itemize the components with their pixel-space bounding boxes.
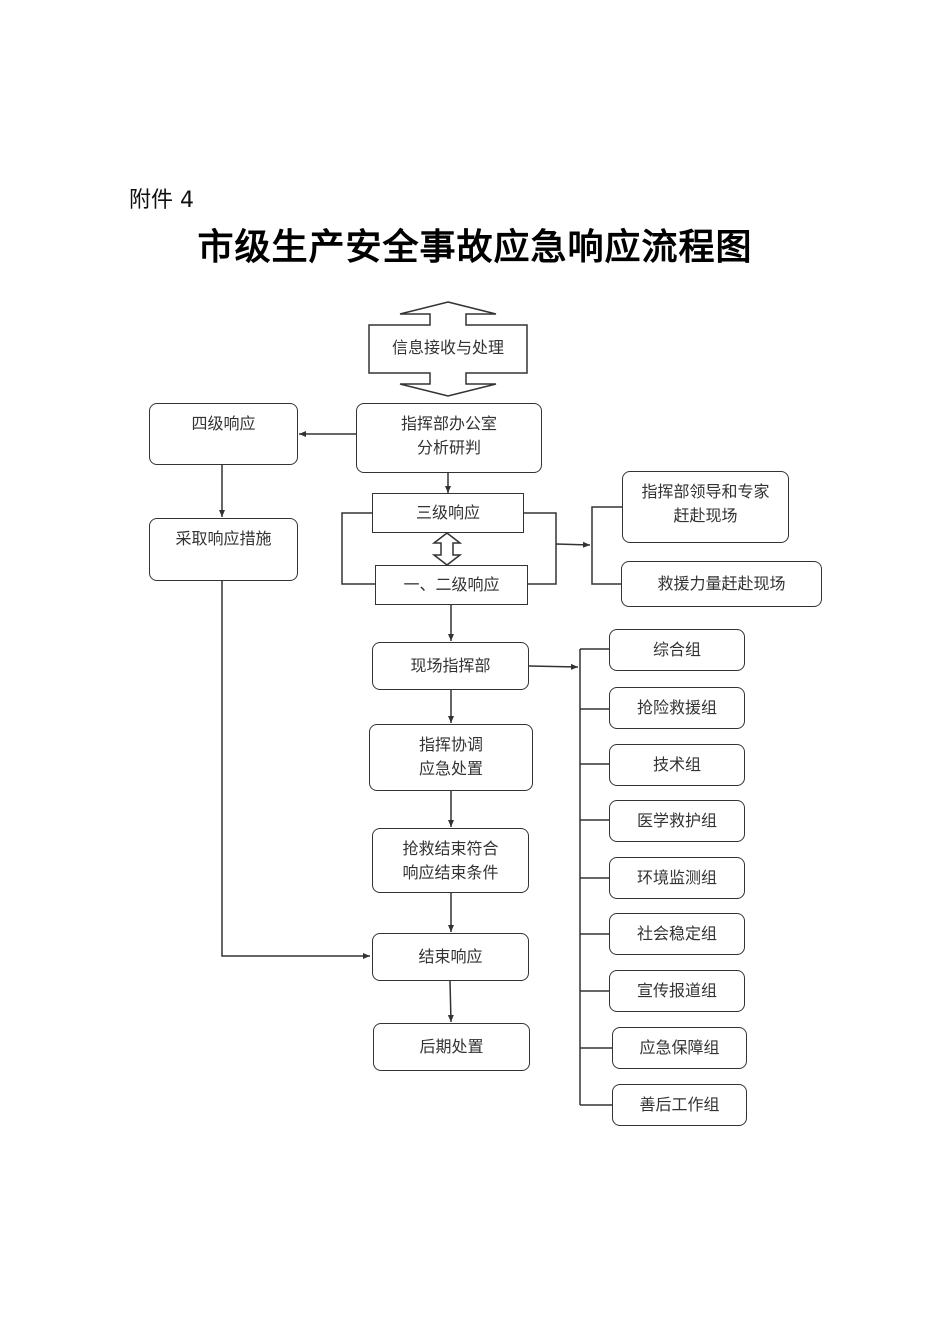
end-response-box: 结束响应 bbox=[372, 933, 529, 981]
page-title: 市级生产安全事故应急响应流程图 bbox=[197, 226, 753, 268]
coordination-box: 指挥协调 应急处置 bbox=[369, 724, 533, 791]
bracket-left bbox=[341, 512, 375, 585]
aftermath-box: 后期处置 bbox=[373, 1023, 530, 1071]
group-box: 综合组 bbox=[609, 629, 745, 671]
take-measures-box: 采取响应措施 bbox=[149, 518, 298, 581]
info-receive-label: 信息接收与处理 bbox=[391, 338, 504, 357]
group-box: 宣传报道组 bbox=[609, 970, 745, 1012]
level-switch-double-arrow-icon bbox=[431, 532, 463, 566]
arrow-onsite-to-groups bbox=[528, 663, 579, 670]
group-box: 应急保障组 bbox=[612, 1027, 747, 1069]
level4-box: 四级响应 bbox=[149, 403, 298, 465]
group-box: 善后工作组 bbox=[612, 1084, 747, 1126]
rescue-end-box: 抢救结束符合 响应结束条件 bbox=[372, 828, 529, 893]
arrow-measures-to-end bbox=[221, 581, 370, 959]
annex-label: 附件 4 bbox=[129, 188, 194, 213]
rescue-forces-box: 救援力量赶赴现场 bbox=[621, 561, 822, 607]
group-box: 医学救护组 bbox=[609, 800, 745, 842]
level3-box: 三级响应 bbox=[372, 493, 524, 533]
arrow-end-to-aftermath bbox=[447, 980, 454, 1023]
group-box: 社会稳定组 bbox=[609, 913, 745, 955]
level12-box: 一、二级响应 bbox=[375, 565, 528, 605]
onsite-command-box: 现场指挥部 bbox=[372, 642, 529, 690]
group-box: 抢险救援组 bbox=[609, 687, 745, 729]
office-analysis-box: 指挥部办公室 分析研判 bbox=[356, 403, 542, 473]
group-box: 环境监测组 bbox=[609, 857, 745, 899]
info-double-arrow-shape bbox=[368, 301, 528, 397]
leaders-experts-box: 指挥部领导和专家 赶赴现场 bbox=[622, 471, 789, 543]
branch-leaders bbox=[591, 506, 622, 585]
group-box: 技术组 bbox=[609, 744, 745, 786]
arrow-to-leaders-branch bbox=[555, 541, 591, 548]
bracket-right bbox=[524, 512, 557, 585]
